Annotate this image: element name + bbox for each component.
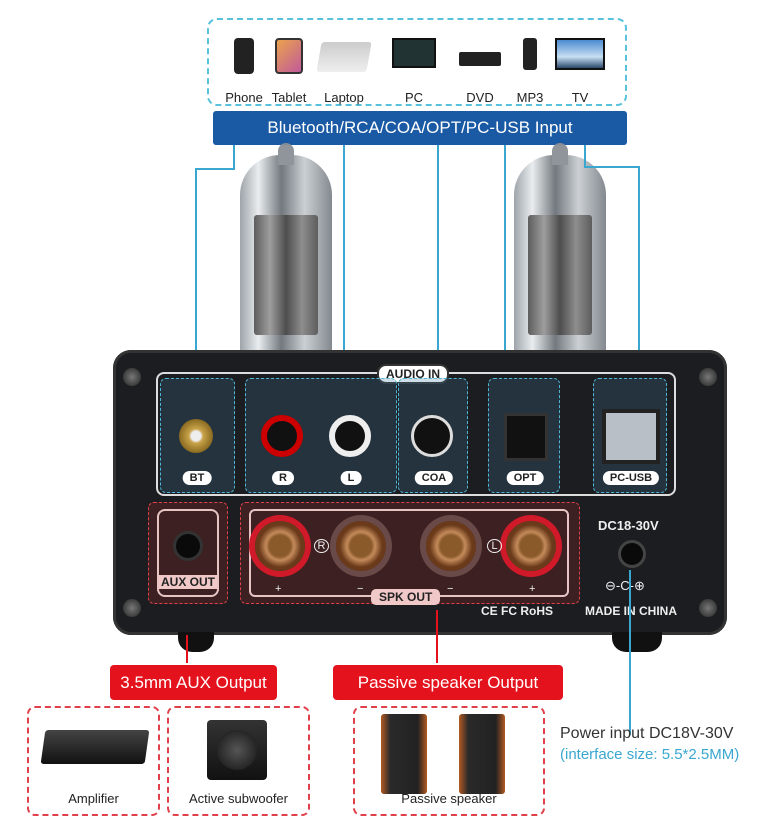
input-banner: Bluetooth/RCA/COA/OPT/PC-USB Input: [213, 111, 627, 145]
coa-port-area: COA: [398, 378, 468, 493]
device-label: PC: [404, 90, 424, 105]
speaker-post-l-plus: [506, 521, 556, 571]
device-label: Laptop: [324, 90, 364, 105]
device-label: TV: [571, 90, 589, 105]
bt-label: BT: [182, 471, 212, 485]
aux-output-label: 3.5mm AUX Output: [110, 665, 277, 700]
made-in-china: MADE IN CHINA: [585, 604, 677, 618]
vacuum-tube-right: [514, 143, 606, 365]
rca-left-port: [329, 415, 371, 457]
opt-port-area: OPT: [488, 378, 560, 493]
passive-speaker-card: Passive speaker: [353, 706, 545, 816]
subwoofer-image: [207, 720, 267, 780]
phone-icon: [234, 38, 254, 74]
amplifier-rear-panel: AUDIO IN BT R L COA OPT PC-USB AUX OUT R…: [113, 350, 727, 635]
r-mark: R: [314, 539, 329, 553]
usb-b-port: [602, 409, 660, 464]
amplifier-card: Amplifier: [27, 706, 160, 816]
bt-port-area: BT: [160, 378, 235, 493]
speaker-image-right: [459, 714, 505, 794]
dc-voltage-label: DC18-30V: [598, 518, 659, 533]
speaker-post-l-minus: [426, 521, 476, 571]
rca-port-area: R L: [245, 378, 397, 493]
amplifier-image: [40, 730, 150, 764]
l-mark: L: [487, 539, 502, 553]
polarity-symbol: ⊖-C-⊕: [605, 578, 645, 593]
speaker-out-area: R L + − − + SPK OUT: [240, 502, 580, 605]
vacuum-tube-left: [240, 143, 332, 365]
plus-mark: +: [529, 583, 536, 595]
r-label: R: [272, 471, 294, 485]
dvd-icon: [459, 52, 501, 66]
opt-label: OPT: [506, 471, 544, 485]
usb-port-area: PC-USB: [593, 378, 667, 493]
interface-size-label: (interface size: 5.5*2.5MM): [560, 746, 740, 763]
device-label: MP3: [516, 90, 544, 105]
source-devices-box: Phone Tablet Laptop PC DVD MP3 TV: [207, 18, 627, 106]
optical-port: [504, 413, 548, 461]
speaker-output-label: Passive speaker Output: [333, 665, 563, 700]
speaker-post-r-plus: [255, 521, 305, 571]
pc-icon: [392, 38, 436, 68]
minus-mark: −: [447, 583, 454, 595]
pc-usb-label: PC-USB: [602, 471, 660, 485]
aux-out-label: AUX OUT: [159, 575, 217, 589]
laptop-icon: [316, 42, 372, 72]
l-label: L: [340, 471, 362, 485]
aux-out-area: AUX OUT: [148, 502, 228, 604]
speaker-image-left: [381, 714, 427, 794]
subwoofer-card: Active subwoofer: [167, 706, 310, 816]
rca-right-port: [261, 415, 303, 457]
minus-mark: −: [357, 583, 364, 595]
coa-label: COA: [414, 471, 454, 485]
foot: [178, 632, 214, 652]
device-label: Phone: [225, 90, 263, 105]
certification-marks: CE FC RoHS: [481, 604, 553, 618]
mp3-icon: [523, 38, 537, 70]
tablet-icon: [275, 38, 303, 74]
dc-power-jack: [618, 540, 646, 568]
spk-out-label: SPK OUT: [371, 589, 441, 605]
subwoofer-label: Active subwoofer: [189, 791, 288, 806]
power-input-label: Power input DC18V-30V: [560, 725, 734, 742]
aux-jack: [173, 531, 203, 561]
speaker-post-r-minus: [336, 521, 386, 571]
tv-icon: [555, 38, 605, 70]
coaxial-port: [411, 415, 453, 457]
bt-antenna-port: [179, 419, 213, 453]
plus-mark: +: [275, 583, 282, 595]
device-label: DVD: [466, 90, 494, 105]
amplifier-label: Amplifier: [68, 791, 119, 806]
device-label: Tablet: [271, 90, 307, 105]
passive-speaker-label: Passive speaker: [401, 791, 497, 806]
foot: [612, 632, 662, 652]
